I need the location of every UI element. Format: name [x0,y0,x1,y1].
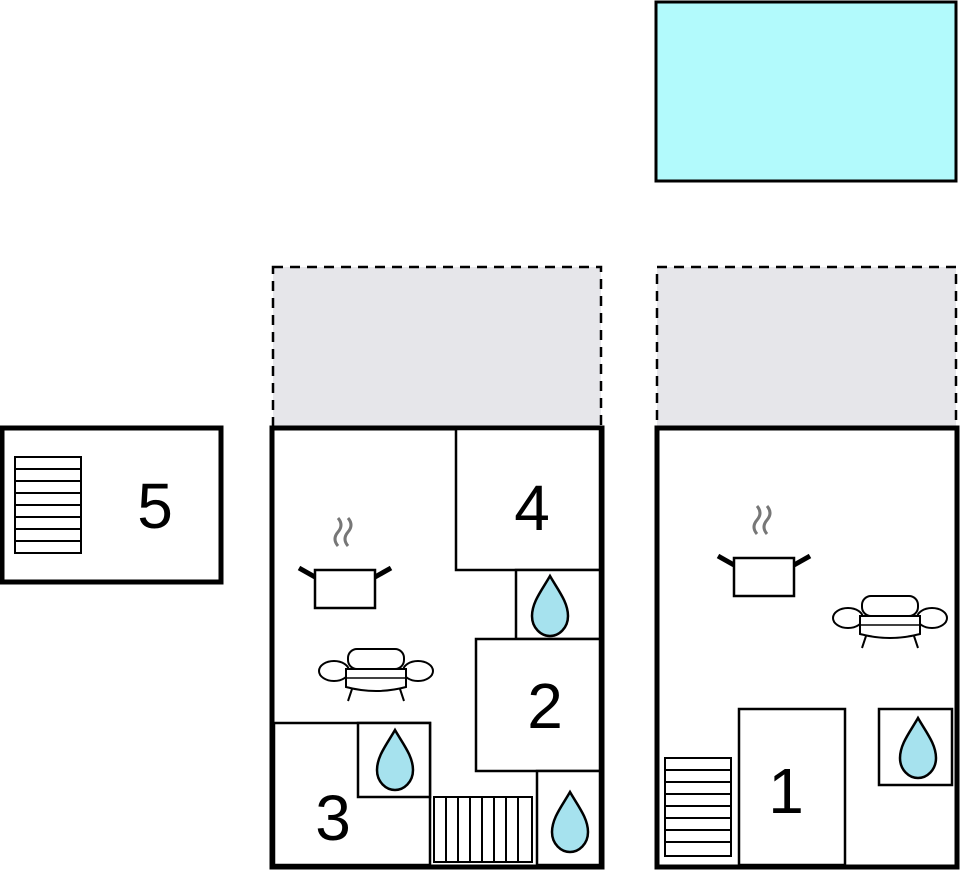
stairs-icon [664,757,732,857]
room-4 [454,427,602,572]
room-2 [474,637,602,773]
room-5-label: 5 [137,470,173,542]
room-1 [737,707,847,867]
annex-building: 5 [0,425,224,585]
house-right: 1 [654,425,960,870]
stairs-icon [433,796,533,863]
terrace-right [655,265,958,429]
room-4-label: 4 [514,472,550,544]
room-3-label: 3 [315,782,351,854]
house-left: 4 2 3 [269,425,605,870]
terrace-left [271,265,603,429]
room-1-label: 1 [768,755,804,827]
room-2-label: 2 [527,670,563,742]
stairs-icon [14,456,82,554]
pool [654,0,958,183]
